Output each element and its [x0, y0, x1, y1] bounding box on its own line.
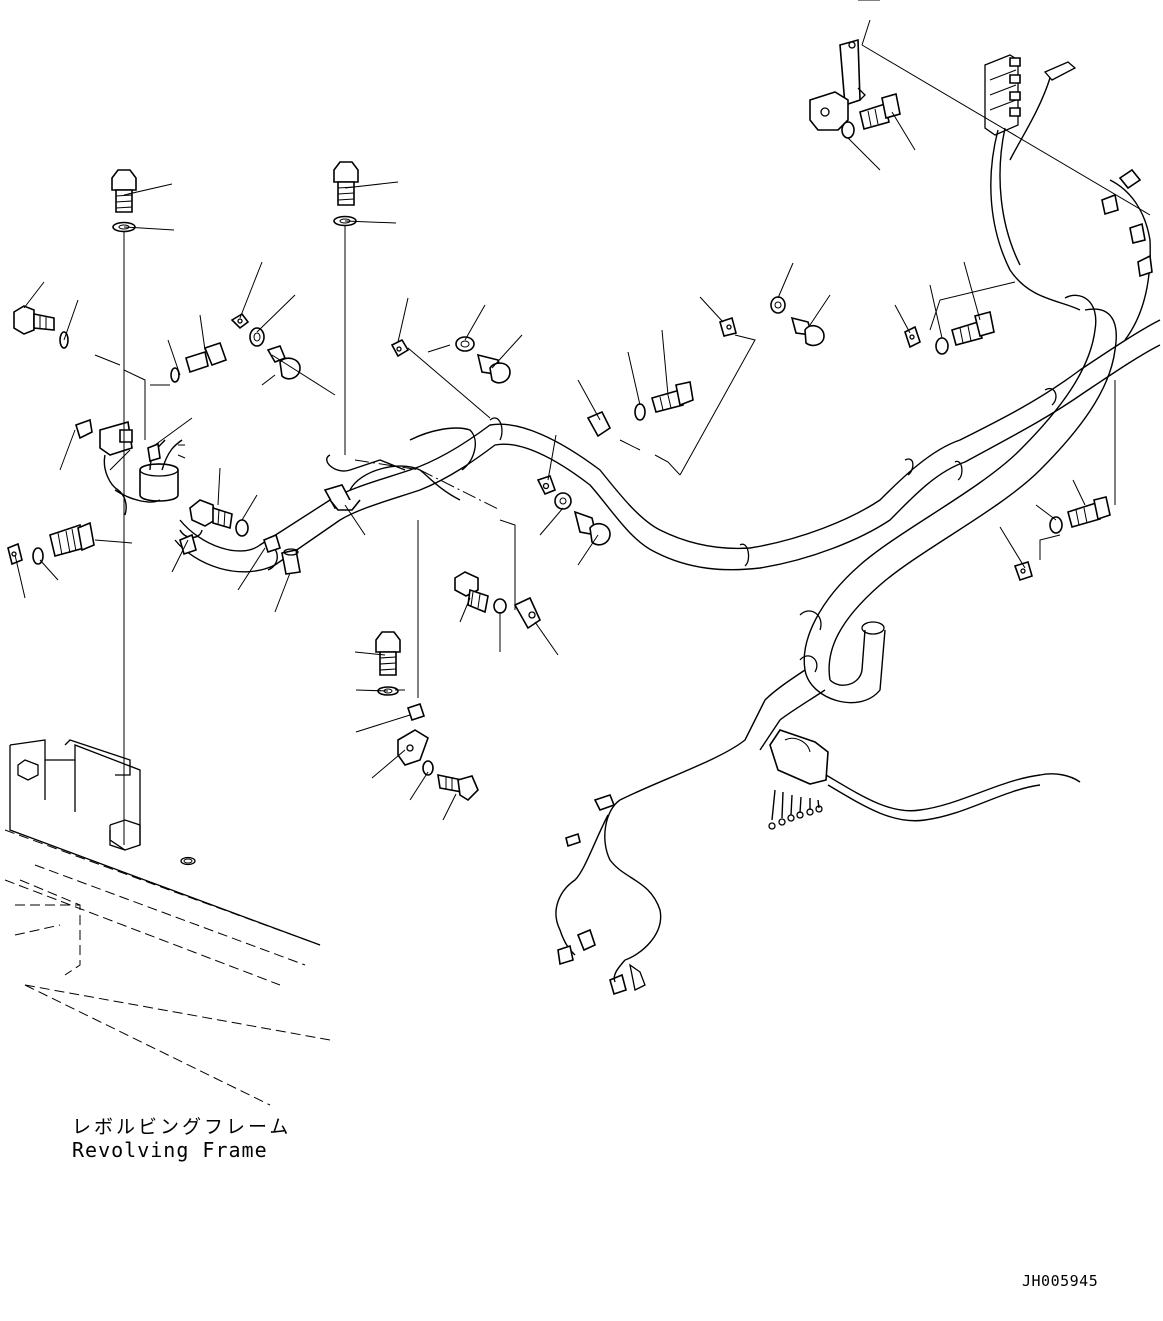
fasteners [8, 94, 1110, 800]
main-harness [175, 295, 1160, 800]
frame-label-english: Revolving Frame [72, 1138, 268, 1162]
left-switch-assembly [76, 420, 185, 515]
leader-lines [15, 112, 1115, 845]
frame-label-japanese: レボルビングフレーム [72, 1116, 292, 1138]
lower-harness [556, 730, 1080, 994]
revolving-frame [5, 740, 330, 1105]
drawing-code: JH005945 [1022, 1272, 1099, 1290]
connector-cluster-upper-right [862, 45, 1152, 340]
left-cable-run [180, 428, 500, 574]
